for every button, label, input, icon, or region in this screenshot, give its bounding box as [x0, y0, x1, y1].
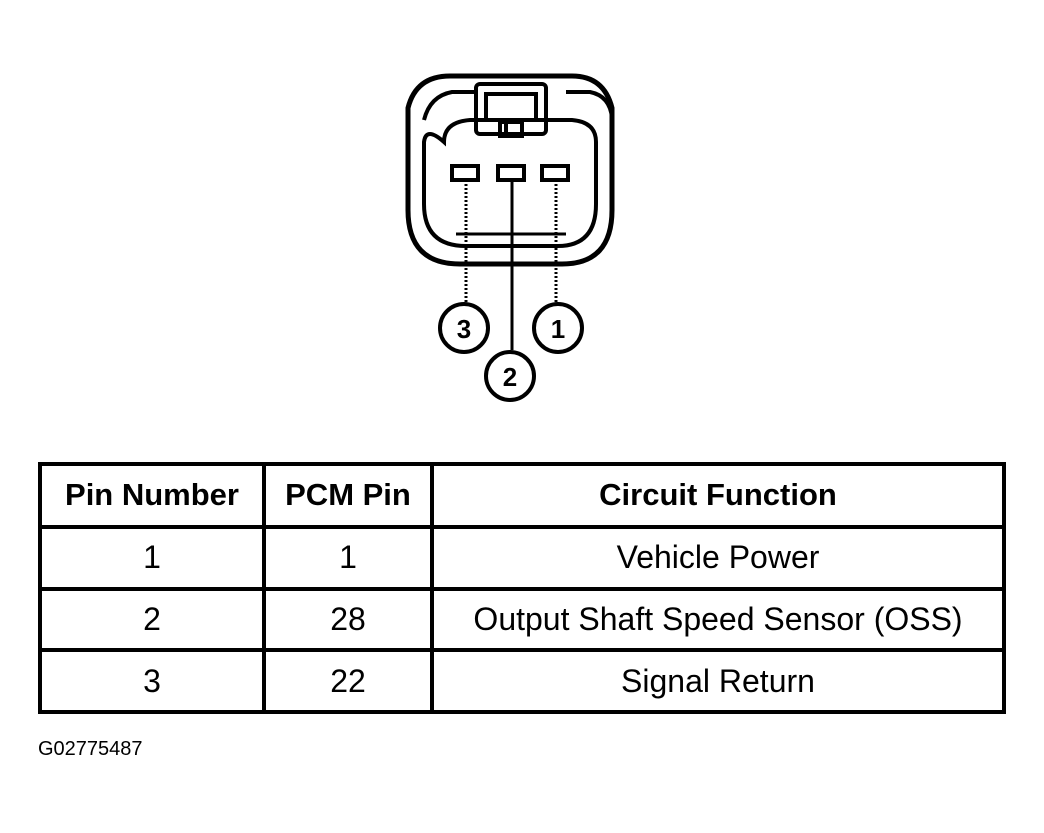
- connector-outer-shell: [405, 73, 615, 267]
- terminal-1: [540, 164, 570, 182]
- cell-pcm-pin: 22: [266, 652, 430, 710]
- pinout-table: Pin Number PCM Pin Circuit Function 1 1 …: [38, 462, 1006, 714]
- figure-id: G02775487: [38, 738, 143, 760]
- cell-pin-number: 3: [42, 652, 262, 710]
- cell-pcm-pin: 28: [266, 590, 430, 649]
- terminal-3: [450, 164, 480, 182]
- table-row: 2 28 Output Shaft Speed Sensor (OSS): [42, 590, 1002, 649]
- cell-circuit-function: Vehicle Power: [434, 528, 1002, 587]
- pin-label-2: 2: [503, 362, 517, 392]
- table-header-row: Pin Number PCM Pin Circuit Function: [42, 466, 1002, 525]
- cell-pcm-pin: 1: [266, 528, 430, 587]
- cell-pin-number: 1: [42, 528, 262, 587]
- connector-diagram: 3 2 1: [405, 73, 615, 402]
- pin-callout-1: 1: [532, 302, 584, 354]
- pin-label-3: 3: [457, 314, 471, 344]
- header-pcm-pin: PCM Pin: [266, 466, 430, 525]
- pin-label-1: 1: [551, 314, 565, 344]
- table-row: 1 1 Vehicle Power: [42, 528, 1002, 587]
- locking-tab: [474, 82, 548, 138]
- cell-circuit-function: Output Shaft Speed Sensor (OSS): [434, 590, 1002, 649]
- header-pin-number: Pin Number: [42, 466, 262, 525]
- table-row: 3 22 Signal Return: [42, 652, 1002, 710]
- pin-callout-2: 2: [484, 350, 536, 402]
- connector-rim: [422, 90, 614, 121]
- connector-inner-shell: [422, 118, 598, 248]
- cell-pin-number: 2: [42, 590, 262, 649]
- pin-callout-3: 3: [438, 302, 490, 354]
- header-circuit-function: Circuit Function: [434, 466, 1002, 525]
- terminal-2: [496, 164, 526, 182]
- cell-circuit-function: Signal Return: [434, 652, 1002, 710]
